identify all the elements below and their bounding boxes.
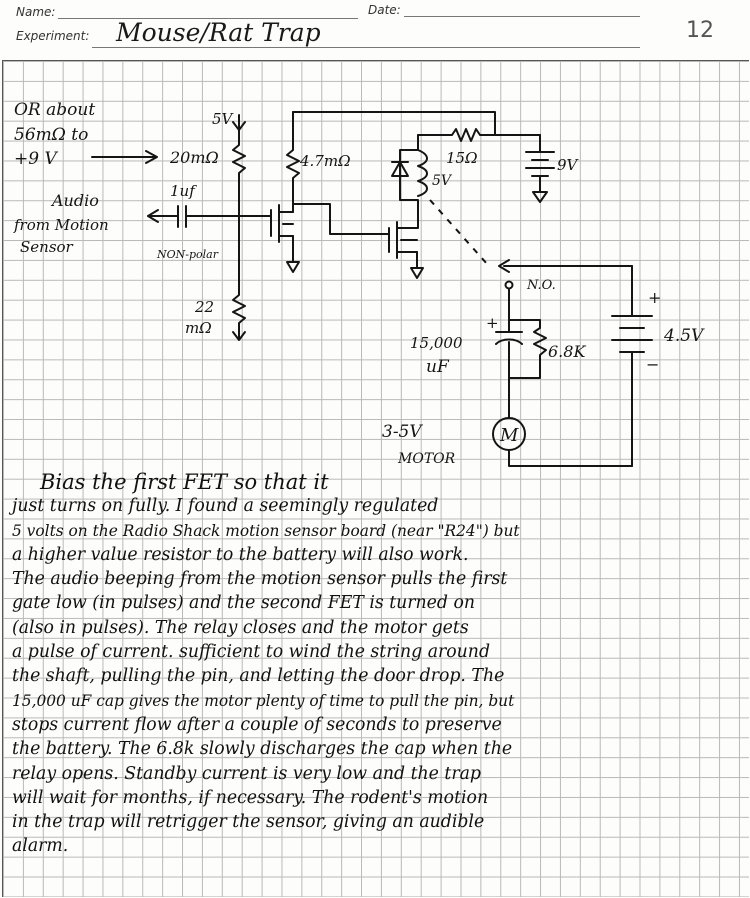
note-line: 15,000 uF cap gives the motor plenty of … [12,691,515,710]
note-line: (also in pulses). The relay closes and t… [12,617,469,638]
note-line: a higher value resistor to the battery w… [12,544,469,565]
label-relay-5v: 5V [432,173,453,189]
name-line [58,18,358,19]
battery-9v [525,134,555,193]
motor-symbol: M [499,425,519,446]
audio-input-arrow [147,209,159,223]
label-uf: uF [426,357,450,377]
resistor-22m [232,281,246,341]
page-number: 12 [686,18,714,43]
capacitor-1uf [147,205,272,228]
fet-2 [388,221,418,259]
note-56m-to: 56mΩ to [14,125,88,145]
name-label: Name: [16,5,56,19]
note-line: 5 volts on the Radio Shack motion sensor… [12,521,520,540]
note-line: The audio beeping from the motion sensor… [12,569,508,590]
note-line: Bias the first FET so that it [40,470,329,494]
label-6-8k: 6.8K [548,342,586,361]
label-audio: Audio [50,191,99,210]
experiment-line [92,47,640,48]
relay-frame [399,134,419,229]
label-22-unit: mΩ [185,319,212,337]
label-15000: 15,000 [410,334,463,352]
fet-2-ground [410,267,424,279]
fet-1 [270,204,294,243]
label-5v-top: 5V [212,110,235,128]
note-9v: +9 V [14,149,58,169]
wire-fet1-to-fet2 [292,203,390,235]
arrow-to-resistor [91,150,158,164]
label-20m: 20mΩ [169,148,219,167]
resistor-4-7m [286,111,300,203]
resistor-20m [232,129,246,283]
label-motor: MOTOR [397,451,456,467]
note-or-about: OR about [14,100,95,120]
supply-arrow-5v [232,114,246,131]
notes-block: Bias the first FET so that it just turns… [12,470,738,859]
label-motor-voltage: 3-5V [382,422,423,442]
fet-1-ground [286,261,300,273]
relay-actuator-link [429,199,489,266]
label-sensor: Sensor [20,238,74,256]
label-4-5v: 4.5V [663,326,705,346]
label-1uf: 1uf [170,182,197,200]
label-15: 15Ω [446,149,478,167]
battery-plus-sign: + [648,288,661,307]
note-line: alarm. [12,836,69,857]
date-line [404,16,640,17]
resistor-15 [417,128,496,142]
label-from-motion: from Motion [13,216,109,234]
note-line: just turns on fully. I found a seemingly… [12,496,439,517]
label-4-7m: 4.7mΩ [299,152,351,170]
wire-motor-return [508,449,633,467]
note-line: stops current flow after a couple of sec… [12,714,502,735]
battery-9v-ground [532,191,548,203]
date-label: Date: [368,3,401,17]
relay-contact-terminal [504,280,514,290]
note-line: a pulse of current. sufficient to wind t… [12,642,491,663]
flyback-diode [391,161,409,177]
grid-paper [2,60,749,897]
relay-contact-arrow [498,259,510,273]
battery-4-5v [611,265,653,467]
note-line: will wait for months, if necessary. The … [12,787,489,808]
cap-plus-sign: + [486,314,499,332]
label-9v: 9V [557,156,580,174]
note-line: the battery. The 6.8k slowly discharges … [12,739,513,760]
resistor-6-8k [508,319,547,379]
experiment-title: Mouse/Rat Trap [116,18,321,47]
note-line: in the trap will retrigger the sensor, g… [12,812,485,833]
note-line: gate low (in pulses) and the second FET … [12,593,475,614]
experiment-label: Experiment: [16,29,90,43]
note-line: the shaft, pulling the pin, and letting … [12,666,505,687]
note-line: relay opens. Standby current is very low… [12,763,481,784]
relay-coil [417,149,428,197]
label-non-polar: NON-polar [156,248,219,261]
label-no-contact: N.O. [526,278,556,293]
battery-minus-sign: − [646,355,659,374]
label-22: 22 [194,298,214,316]
wire-top-rail [292,111,541,136]
